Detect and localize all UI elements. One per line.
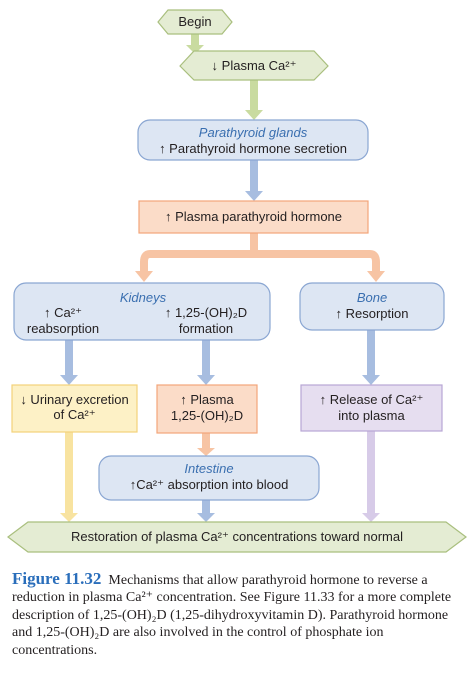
bone-title: Bone bbox=[356, 290, 388, 305]
parathyroid-box bbox=[137, 119, 369, 161]
begin-label: Begin bbox=[178, 14, 212, 29]
begin-box bbox=[157, 9, 233, 35]
arrow-intestine-to-restoration bbox=[197, 500, 215, 522]
kidneys-ca-line2: reabsorption bbox=[26, 321, 100, 336]
pth-label: ↑ Plasma parathyroid hormone bbox=[164, 209, 343, 224]
plasma-ca-label: ↓ Plasma Ca²⁺ bbox=[211, 58, 297, 73]
pth-box bbox=[138, 200, 369, 234]
restoration-label: Restoration of plasma Ca²⁺ concentration… bbox=[70, 529, 403, 544]
release-box bbox=[300, 384, 443, 432]
kidneys-vitd-line1: ↑ 1,25-(OH)₂D bbox=[164, 305, 248, 320]
arrow-parathyroid-to-pth bbox=[245, 160, 263, 201]
plasma-vitd-box bbox=[156, 384, 258, 434]
bone-box bbox=[299, 282, 445, 331]
figure-caption: Figure 11.32 Mechanisms that allow parat… bbox=[12, 570, 468, 659]
arrow-bone-to-release bbox=[362, 330, 380, 385]
arrow-begin-to-plasma-ca bbox=[186, 34, 204, 54]
kidneys-vitd-line2: formation bbox=[178, 321, 234, 336]
arrow-plasma-ca-to-parathyroid bbox=[245, 79, 263, 120]
arrow-pth-split bbox=[135, 233, 385, 282]
parathyroid-title: Parathyroid glands bbox=[198, 125, 308, 140]
bone-text: ↑ Resorption bbox=[335, 306, 409, 321]
release-line2: into plasma bbox=[338, 408, 405, 423]
kidneys-title: Kidneys bbox=[119, 290, 167, 305]
arrow-urinary-to-restoration bbox=[60, 432, 78, 522]
figure-number: Figure 11.32 bbox=[12, 569, 102, 588]
intestine-box bbox=[98, 455, 320, 501]
kidneys-ca-line1: ↑ Ca²⁺ bbox=[44, 305, 82, 320]
arrow-kidneys-to-plasma-vitd bbox=[197, 340, 215, 385]
arrow-plasma-vitd-to-intestine bbox=[197, 433, 215, 456]
parathyroid-text: ↑ Parathyroid hormone secretion bbox=[159, 141, 347, 156]
arrow-kidneys-to-urinary bbox=[60, 340, 78, 385]
kidneys-box bbox=[13, 282, 271, 341]
urinary-line2: of Ca²⁺ bbox=[53, 407, 96, 422]
plasma-vitd-line2: 1,25-(OH)₂D bbox=[170, 408, 244, 423]
intestine-text: ↑Ca²⁺ absorption into blood bbox=[129, 477, 289, 492]
restoration-box bbox=[7, 521, 467, 553]
flowchart-canvas bbox=[7, 9, 467, 553]
intestine-title: Intestine bbox=[184, 461, 234, 476]
urinary-line1: ↓ Urinary excretion bbox=[20, 392, 129, 407]
plasma-vitd-line1: ↑ Plasma bbox=[180, 392, 234, 407]
release-line1: ↑ Release of Ca²⁺ bbox=[319, 392, 424, 407]
plasma-ca-box bbox=[179, 50, 329, 81]
caption-text: Mechanisms that allow parathyroid hormon… bbox=[12, 573, 452, 658]
arrow-release-to-restoration bbox=[362, 431, 380, 522]
urinary-box bbox=[11, 384, 138, 433]
